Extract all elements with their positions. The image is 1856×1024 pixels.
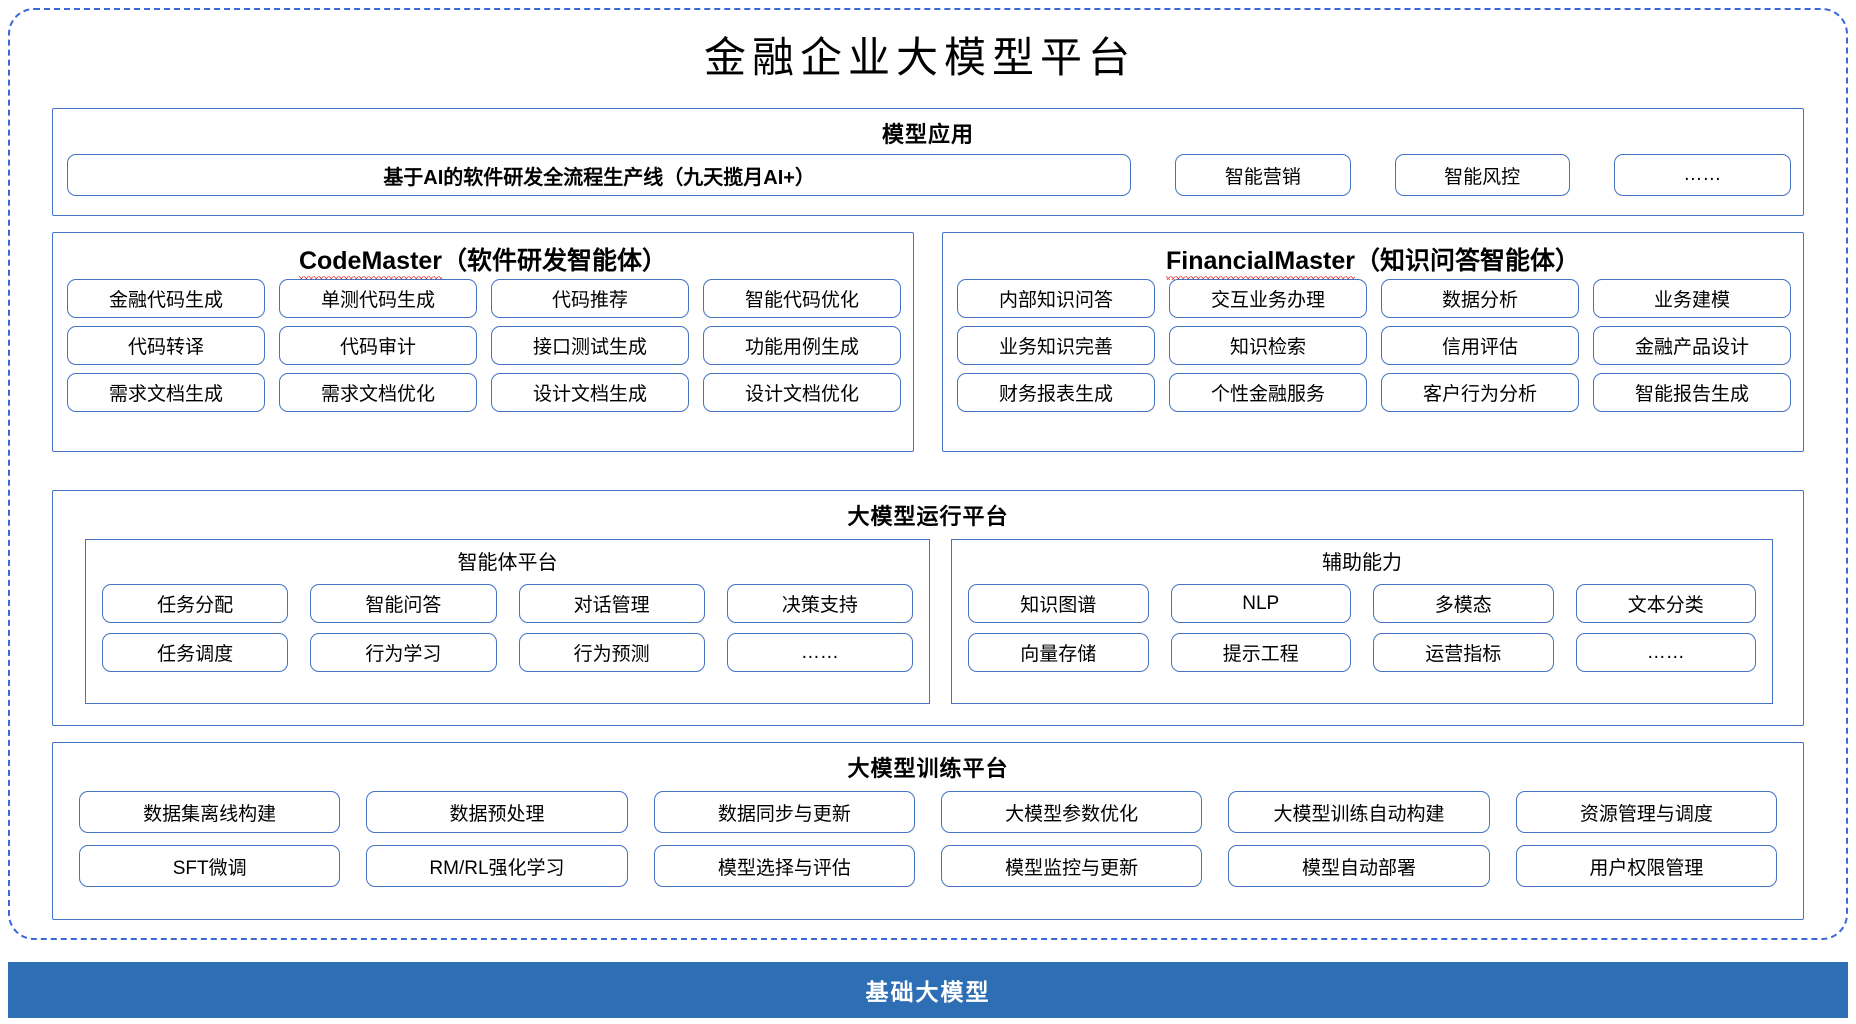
chip-smart-marketing[interactable]: 智能营销 bbox=[1175, 154, 1351, 196]
chip-decision-support[interactable]: 决策支持 bbox=[726, 584, 913, 623]
chip-knowledge-graph[interactable]: 知识图谱 bbox=[968, 584, 1149, 623]
chip-nlp[interactable]: NLP bbox=[1170, 584, 1351, 623]
chip-requirement-doc-generation[interactable]: 需求文档生成 bbox=[67, 373, 265, 412]
chip-behavior-learning[interactable]: 行为学习 bbox=[310, 633, 497, 672]
chip-model-monitoring-update[interactable]: 模型监控与更新 bbox=[941, 845, 1203, 887]
model-application-row: 基于AI的软件研发全流程生产线（九天揽月AI+） 智能营销 智能风控 …… bbox=[67, 154, 1791, 196]
agent-suffix-financialmaster: （知识问答智能体） bbox=[1354, 247, 1580, 275]
base-model-label: 基础大模型 bbox=[865, 979, 991, 1005]
chip-model-auto-deployment[interactable]: 模型自动部署 bbox=[1228, 845, 1490, 887]
subsection-agent-platform: 智能体平台 任务分配 智能问答 对话管理 决策支持 任务调度 行为学习 行为预测… bbox=[85, 539, 930, 704]
agent-title-financialmaster: FinancialMaster（知识问答智能体） bbox=[1166, 241, 1580, 280]
chip-dataset-offline-build[interactable]: 数据集离线构建 bbox=[79, 791, 341, 833]
agent-title-codemaster-wrap: CodeMaster（软件研发智能体） bbox=[53, 241, 913, 280]
chip-operation-metrics[interactable]: 运营指标 bbox=[1373, 633, 1554, 672]
train-platform-grid: 数据集离线构建 数据预处理 数据同步与更新 大模型参数优化 大模型训练自动构建 … bbox=[79, 791, 1777, 887]
chip-code-translation[interactable]: 代码转译 bbox=[67, 326, 265, 365]
chip-text-classification[interactable]: 文本分类 bbox=[1575, 584, 1756, 623]
chip-customer-behavior-analysis[interactable]: 客户行为分析 bbox=[1381, 373, 1579, 412]
section-title-train-platform: 大模型训练平台 bbox=[847, 756, 1009, 781]
agent-name-financialmaster: FinancialMaster bbox=[1166, 247, 1355, 280]
chip-data-sync-update[interactable]: 数据同步与更新 bbox=[653, 791, 915, 833]
chip-code-recommendation[interactable]: 代码推荐 bbox=[491, 279, 689, 318]
agent-platform-grid: 任务分配 智能问答 对话管理 决策支持 任务调度 行为学习 行为预测 …… bbox=[102, 584, 913, 672]
base-model-bar: 基础大模型 bbox=[8, 962, 1848, 1018]
chip-dialogue-management[interactable]: 对话管理 bbox=[518, 584, 705, 623]
agent-title-codemaster: CodeMaster（软件研发智能体） bbox=[298, 241, 668, 280]
section-run-platform: 大模型运行平台 智能体平台 任务分配 智能问答 对话管理 决策支持 任务调度 行… bbox=[52, 490, 1804, 726]
chip-more-auxiliary[interactable]: …… bbox=[1575, 633, 1756, 672]
auxiliary-ability-grid: 知识图谱 NLP 多模态 文本分类 向量存储 提示工程 运营指标 …… bbox=[968, 584, 1756, 672]
section-train-platform: 大模型训练平台 数据集离线构建 数据预处理 数据同步与更新 大模型参数优化 大模… bbox=[52, 742, 1804, 920]
chip-rm-rl-reinforcement-learning[interactable]: RM/RL强化学习 bbox=[366, 845, 628, 887]
chip-interactive-business-handling[interactable]: 交互业务办理 bbox=[1169, 279, 1367, 318]
subsection-title-agent-platform: 智能体平台 bbox=[457, 552, 558, 574]
financialmaster-item-grid: 内部知识问答 交互业务办理 数据分析 业务建模 业务知识完善 知识检索 信用评估… bbox=[957, 279, 1791, 412]
chip-interface-test-generation[interactable]: 接口测试生成 bbox=[491, 326, 689, 365]
chip-financial-report-generation[interactable]: 财务报表生成 bbox=[957, 373, 1155, 412]
chip-more-applications[interactable]: …… bbox=[1613, 154, 1791, 196]
chip-resource-management-scheduling[interactable]: 资源管理与调度 bbox=[1515, 791, 1777, 833]
codemaster-item-grid: 金融代码生成 单测代码生成 代码推荐 智能代码优化 代码转译 代码审计 接口测试… bbox=[67, 279, 901, 412]
chip-internal-knowledge-qa[interactable]: 内部知识问答 bbox=[957, 279, 1155, 318]
chip-model-selection-evaluation[interactable]: 模型选择与评估 bbox=[653, 845, 915, 887]
subsection-title-auxiliary-ability: 辅助能力 bbox=[1322, 552, 1402, 574]
chip-data-analysis[interactable]: 数据分析 bbox=[1381, 279, 1579, 318]
chip-sft-finetune[interactable]: SFT微调 bbox=[79, 845, 341, 887]
chip-requirement-doc-optimization[interactable]: 需求文档优化 bbox=[279, 373, 477, 412]
chip-ai-software-pipeline[interactable]: 基于AI的软件研发全流程生产线（九天揽月AI+） bbox=[67, 154, 1132, 196]
chip-business-knowledge-improvement[interactable]: 业务知识完善 bbox=[957, 326, 1155, 365]
chip-design-doc-generation[interactable]: 设计文档生成 bbox=[491, 373, 689, 412]
chip-vector-storage[interactable]: 向量存储 bbox=[968, 633, 1149, 672]
page-title: 金融企业大模型平台 bbox=[703, 36, 1136, 82]
chip-knowledge-retrieval[interactable]: 知识检索 bbox=[1169, 326, 1367, 365]
chip-smart-qa[interactable]: 智能问答 bbox=[310, 584, 497, 623]
chip-function-case-generation[interactable]: 功能用例生成 bbox=[703, 326, 901, 365]
section-model-application: 模型应用 基于AI的软件研发全流程生产线（九天揽月AI+） 智能营销 智能风控 … bbox=[52, 108, 1804, 216]
section-financialmaster: FinancialMaster（知识问答智能体） 内部知识问答 交互业务办理 数… bbox=[942, 232, 1804, 452]
chip-task-scheduling[interactable]: 任务调度 bbox=[102, 633, 289, 672]
chip-model-training-auto-build[interactable]: 大模型训练自动构建 bbox=[1228, 791, 1490, 833]
chip-financial-code-generation[interactable]: 金融代码生成 bbox=[67, 279, 265, 318]
chip-design-doc-optimization[interactable]: 设计文档优化 bbox=[703, 373, 901, 412]
chip-more-agent-platform[interactable]: …… bbox=[726, 633, 913, 672]
chip-behavior-prediction[interactable]: 行为预测 bbox=[518, 633, 705, 672]
chip-model-parameter-optimization[interactable]: 大模型参数优化 bbox=[941, 791, 1203, 833]
section-title-run-platform: 大模型运行平台 bbox=[847, 504, 1009, 529]
chip-financial-product-design[interactable]: 金融产品设计 bbox=[1593, 326, 1791, 365]
chip-unit-test-code-generation[interactable]: 单测代码生成 bbox=[279, 279, 477, 318]
chip-smart-risk-control[interactable]: 智能风控 bbox=[1394, 154, 1570, 196]
chip-smart-report-generation[interactable]: 智能报告生成 bbox=[1593, 373, 1791, 412]
chip-user-permission-management[interactable]: 用户权限管理 bbox=[1515, 845, 1777, 887]
agent-title-financialmaster-wrap: FinancialMaster（知识问答智能体） bbox=[943, 241, 1803, 280]
chip-credit-assessment[interactable]: 信用评估 bbox=[1381, 326, 1579, 365]
agent-name-codemaster: CodeMaster bbox=[298, 247, 443, 280]
agent-suffix-codemaster: （软件研发智能体） bbox=[442, 247, 668, 275]
chip-personalized-financial-service[interactable]: 个性金融服务 bbox=[1169, 373, 1367, 412]
section-codemaster: CodeMaster（软件研发智能体） 金融代码生成 单测代码生成 代码推荐 智… bbox=[52, 232, 914, 452]
chip-business-modeling[interactable]: 业务建模 bbox=[1593, 279, 1791, 318]
section-title-model-application: 模型应用 bbox=[881, 122, 974, 147]
subsection-auxiliary-ability: 辅助能力 知识图谱 NLP 多模态 文本分类 向量存储 提示工程 运营指标 …… bbox=[951, 539, 1773, 704]
chip-code-audit[interactable]: 代码审计 bbox=[279, 326, 477, 365]
chip-prompt-engineering[interactable]: 提示工程 bbox=[1170, 633, 1351, 672]
chip-data-preprocessing[interactable]: 数据预处理 bbox=[366, 791, 628, 833]
chip-multimodal[interactable]: 多模态 bbox=[1373, 584, 1554, 623]
chip-task-allocation[interactable]: 任务分配 bbox=[102, 584, 289, 623]
chip-smart-code-optimization[interactable]: 智能代码优化 bbox=[703, 279, 901, 318]
